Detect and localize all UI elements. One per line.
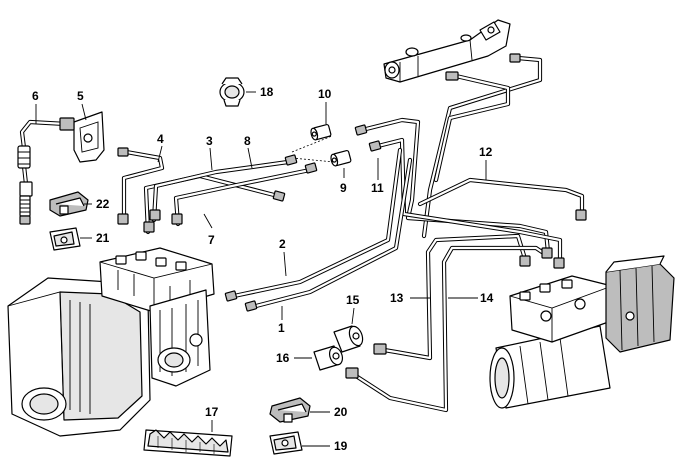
- callout-20: 20: [334, 405, 348, 419]
- grommet-18: [219, 77, 245, 107]
- callout-22: 22: [96, 197, 110, 211]
- callout-labels: 6 5 4 3 8 10 18 9 11 12 2 1 7 22 21 13 1…: [32, 85, 494, 453]
- callout-10: 10: [318, 87, 332, 101]
- master-cylinder: [383, 19, 511, 83]
- callout-12: 12: [479, 145, 493, 159]
- callout-14: 14: [480, 291, 494, 305]
- sleeve-16: [313, 345, 344, 371]
- callout-13: 13: [390, 291, 404, 305]
- abs-hydraulic-unit: [7, 247, 215, 437]
- callout-9: 9: [340, 181, 347, 195]
- callout-2: 2: [279, 237, 286, 251]
- clip-22: [49, 191, 89, 217]
- callout-1: 1: [278, 321, 285, 335]
- bracket-5: [73, 111, 105, 163]
- callout-17: 17: [205, 405, 219, 419]
- callout-6: 6: [32, 89, 39, 103]
- pipe-fittings: [117, 53, 587, 379]
- callout-18: 18: [260, 85, 274, 99]
- holder-20: [269, 397, 311, 423]
- callout-21: 21: [96, 231, 110, 245]
- callout-8: 8: [244, 134, 251, 148]
- callout-19: 19: [334, 439, 348, 453]
- pressure-modulator: [489, 255, 675, 409]
- callout-16: 16: [276, 351, 290, 365]
- brake-hose-6: [17, 117, 75, 225]
- clip-21: [49, 227, 81, 251]
- callout-5: 5: [77, 89, 84, 103]
- brake-pipes: [19, 55, 585, 413]
- holder-strip-17: [143, 429, 233, 457]
- callout-15: 15: [346, 293, 360, 307]
- clip-19: [269, 431, 303, 455]
- leader-lines: [35, 91, 487, 447]
- sleeve-15: [333, 325, 364, 353]
- callout-11: 11: [371, 181, 384, 195]
- callout-3: 3: [206, 134, 213, 148]
- callout-7: 7: [208, 233, 215, 247]
- callout-4: 4: [157, 132, 164, 146]
